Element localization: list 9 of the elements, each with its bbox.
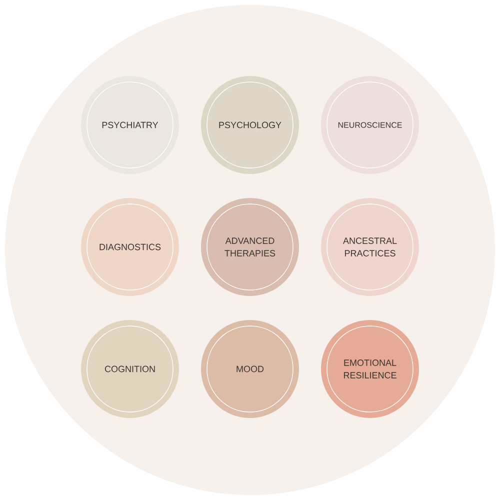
circle-node: DIAGNOSTICS: [81, 198, 179, 296]
circle-node: MOOD: [201, 320, 299, 418]
circle-node: NEUROSCIENCE: [321, 76, 419, 174]
circle-node: PSYCHIATRY: [81, 76, 179, 174]
circle-node: ANCESTRAL PRACTICES: [321, 198, 419, 296]
circle-node: PSYCHOLOGY: [201, 76, 299, 174]
circle-node: EMOTIONAL RESILIENCE: [321, 320, 419, 418]
circle-node: COGNITION: [81, 320, 179, 418]
circle-node: ADVANCED THERAPIES: [201, 198, 299, 296]
